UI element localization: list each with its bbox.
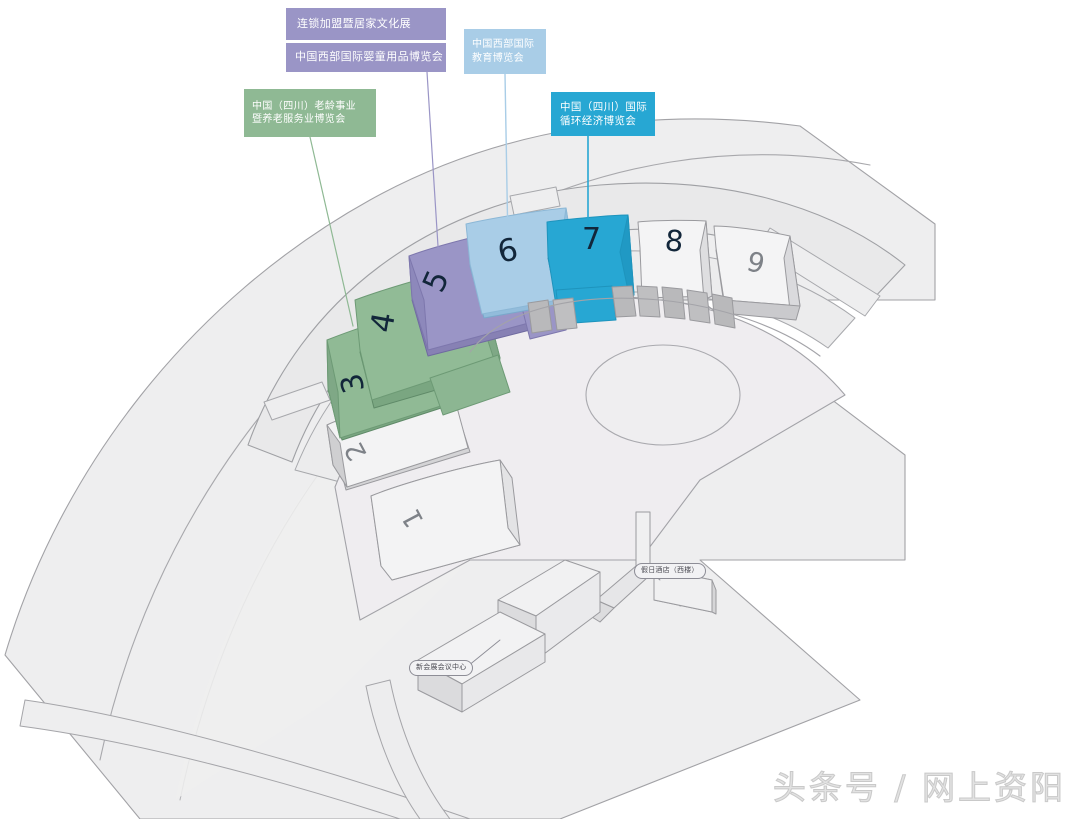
callout-elderly-care[interactable]: 中国（四川）老龄事业 暨养老服务业博览会	[244, 89, 376, 137]
callout-baby-products[interactable]: 中国西部国际婴童用品博览会	[286, 43, 446, 72]
hall-1-building	[370, 459, 521, 581]
plaza-rim-blocks	[527, 285, 736, 334]
hall-number-8: 8	[663, 223, 686, 259]
ring-notch-left	[263, 381, 331, 421]
leader-line-education	[504, 73, 509, 248]
pin-label-holiday-inn[interactable]: 假日酒店（西楼）	[634, 563, 706, 579]
callout-chain-franchise[interactable]: 连锁加盟暨居家文化展	[286, 8, 446, 40]
hall-4-lower-strip	[429, 354, 511, 416]
lower-road-strip-2	[365, 679, 451, 819]
hall-9-building	[713, 225, 801, 321]
plaza-rim-curve	[469, 297, 821, 357]
callout-circular-economy[interactable]: 中国（四川）国际 循环经济博览会	[551, 92, 655, 136]
hall-number-7: 7	[582, 222, 602, 257]
callout-education[interactable]: 中国西部国际 教育博览会	[464, 29, 546, 74]
ring-notch-top	[509, 186, 561, 216]
pin-label-convention-center[interactable]: 新会展会议中心	[409, 660, 474, 676]
leader-line-convention-center	[467, 639, 501, 667]
hall-5-building	[408, 227, 541, 357]
leader-line-purple-group	[426, 71, 441, 279]
leader-line-elderly-care	[309, 136, 354, 327]
watermark-text: 头条号 / 网上资阳	[772, 768, 1066, 808]
plaza-inner-ring	[585, 344, 741, 446]
lower-road-strip	[19, 699, 471, 819]
